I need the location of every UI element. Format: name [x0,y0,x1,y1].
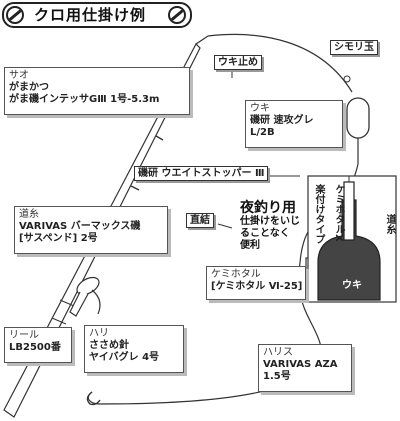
box-sao-head: サオ [9,70,29,81]
box-kemihotaru-line1: [ケミホタル Ⅵ-25] [211,281,303,292]
tag-shimori-dama: シモリ玉 [330,40,378,55]
hook [86,391,101,406]
box-michiito: 道糸 VARIVAS バーマックス磯 [サスペンド] 2号 [14,206,168,254]
box-harisu-line1: VARIVAS AZA [263,359,338,370]
night-note-line3: 便利 [240,240,260,251]
inset-left-text: 楽付けタイプ [313,184,324,244]
box-kemihotaru: ケミホタル [ケミホタル Ⅵ-25] [206,266,306,300]
box-kemihotaru-head: ケミホタル [211,269,261,280]
tag-uki-dome: ウキ止め [214,55,262,70]
night-note-line2: ることなく [240,228,290,239]
box-michiito-head: 道糸 [19,209,39,220]
reel [69,276,101,317]
tag-chokketsu: 直結 [186,213,214,228]
box-reel-head: リール [9,330,39,341]
box-uki-head: ウキ [250,103,270,114]
inset-center-text: ケミホタルX [333,184,344,242]
inset-float-label: ウキ [342,280,362,291]
night-note: 夜釣り用 仕掛けをいじ ることなく 便利 [240,200,306,252]
box-hari: ハリ ささめ針 ヤイバグレ 4号 [84,325,184,373]
inset-michiito-label: 道糸 [384,214,395,234]
box-harisu: ハリス VARIVAS AZA 1.5号 [258,344,352,392]
box-uki: ウキ 磯研 速攻グレ L/2B [245,100,343,148]
box-uki-line1: 磯研 速攻グレ [250,115,314,126]
inset-panel [307,175,397,303]
box-michiito-line1: VARIVAS バーマックス磯 [19,221,141,232]
box-sao-line1: がまかつ [9,82,49,93]
ball-icon-left [6,6,24,24]
ball-icon-right [168,6,186,24]
box-hari-line2: ヤイバグレ 4号 [89,352,160,363]
box-reel-line1: LB2500番 [9,342,61,353]
box-sao-line2: がま磯インテッサGⅢ 1号-5.3m [9,94,160,105]
box-harisu-head: ハリス [263,347,293,358]
night-note-line1: 仕掛けをいじ [240,216,300,227]
page-title: クロ用仕掛け例 [34,6,147,24]
box-hari-line1: ささめ針 [89,340,129,351]
box-uki-line2: L/2B [250,127,275,138]
float [346,97,370,139]
night-note-title: 夜釣り用 [240,200,296,216]
box-harisu-line2: 1.5号 [263,371,291,382]
box-michiito-line2: [サスペンド] 2号 [19,233,98,244]
main-line [207,33,353,93]
box-reel: リール LB2500番 [4,327,72,363]
tag-weight-stopper: 磯研 ウエイトストッパー Ⅲ [134,166,269,181]
box-sao: サオ がまかつ がま磯インテッサGⅢ 1号-5.3m [4,67,190,115]
box-hari-head: ハリ [89,328,109,339]
title-banner [2,2,192,28]
